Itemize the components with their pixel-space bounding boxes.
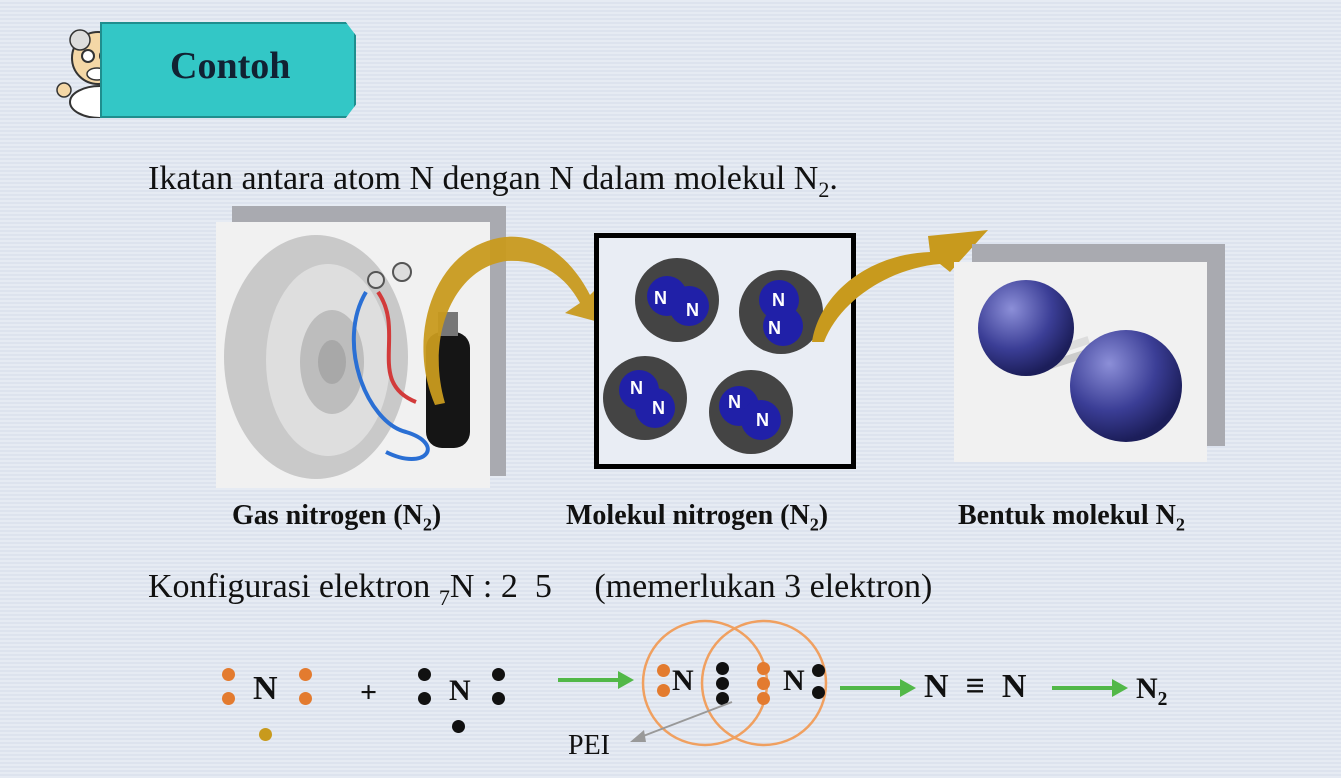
molecule-atom-label: N	[768, 318, 781, 338]
caption-bentuk-sub: 2	[1175, 514, 1185, 535]
caption-bentuk-molekul: Bentuk molekul N2	[958, 500, 1185, 536]
electron-dot	[452, 720, 465, 733]
molecule-atom-label: N	[756, 410, 769, 430]
config-note: (memerlukan 3 elektron)	[594, 568, 933, 605]
lewis-atom-n2: N	[449, 674, 471, 707]
heading-suffix: .	[829, 160, 838, 197]
config-prefix: Konfigurasi elektron	[148, 568, 439, 605]
molecule-atom-label: N	[652, 398, 665, 418]
electron-dot	[812, 664, 825, 677]
electron-configuration: Konfigurasi elektron 7N : 2 5 (memerluka…	[148, 568, 932, 611]
electron-dot	[716, 677, 729, 690]
example-badge-label: Contoh	[170, 45, 291, 87]
electron-dot	[492, 668, 505, 681]
pei-label: PEI	[568, 730, 610, 761]
electron-dot	[259, 728, 272, 741]
caption-gas-suffix: )	[431, 500, 442, 531]
electron-dot	[299, 668, 312, 681]
electron-dot	[657, 664, 670, 677]
config-atomic-number: 7	[438, 584, 450, 610]
heading-prefix: Ikatan antara atom N dengan N dalam mole…	[148, 160, 819, 197]
molecule-shape-image	[954, 262, 1207, 462]
lewis-atom-n1: N	[253, 670, 278, 707]
bonded-atom-n-left: N	[672, 664, 694, 697]
molecule-atom-label: N	[772, 290, 785, 310]
gas-nitrogen-image	[216, 222, 490, 488]
electron-dot	[757, 692, 770, 705]
electron-dot	[716, 662, 729, 675]
caption-gas-sub: 2	[422, 514, 432, 535]
electron-dot	[716, 692, 729, 705]
electron-dot	[299, 692, 312, 705]
electron-dot	[757, 662, 770, 675]
molecule-atom-label: N	[686, 300, 699, 320]
gold-arrow-to-shape	[812, 230, 988, 342]
heading-subscript: 2	[818, 176, 830, 202]
electron-dot	[418, 668, 431, 681]
product-sub: 2	[1157, 689, 1168, 710]
electron-dot	[418, 692, 431, 705]
caption-molekul-suffix: )	[818, 500, 829, 531]
product-formula: N2	[1136, 672, 1167, 711]
molecule-atom-label: N	[654, 288, 667, 308]
electron-dot	[812, 686, 825, 699]
electron-dot	[222, 668, 235, 681]
molecule-atom-label: N	[728, 392, 741, 412]
caption-gas-nitrogen: Gas nitrogen (N2)	[232, 500, 441, 536]
triple-bond-formula: N ≡ N	[924, 668, 1027, 705]
plus-sign: +	[360, 676, 378, 709]
example-badge	[100, 22, 356, 118]
caption-molekul-prefix: Molekul nitrogen (N	[566, 500, 810, 531]
molecule-diagram	[603, 258, 823, 454]
heading-text: Ikatan antara atom N dengan N dalam mole…	[148, 160, 838, 203]
electron-dot	[492, 692, 505, 705]
electron-dot	[222, 692, 235, 705]
gold-arrow-to-molecules	[423, 236, 610, 405]
product-prefix: N	[1136, 672, 1158, 705]
caption-bentuk-prefix: Bentuk molekul N	[958, 500, 1176, 531]
config-element: N : 2 5	[449, 568, 552, 605]
pei-pointer-arrow	[630, 701, 733, 742]
caption-molekul-nitrogen: Molekul nitrogen (N2)	[566, 500, 828, 536]
electron-dot	[757, 677, 770, 690]
reaction-arrow-icon	[1052, 679, 1128, 697]
molecule-atom-label: N	[630, 378, 643, 398]
electron-dot	[657, 684, 670, 697]
reaction-arrow-icon	[840, 679, 916, 697]
bonded-atom-n-right: N	[783, 664, 805, 697]
caption-gas-prefix: Gas nitrogen (N	[232, 500, 423, 531]
caption-molekul-sub: 2	[809, 514, 819, 535]
reaction-arrow-icon	[558, 671, 634, 689]
